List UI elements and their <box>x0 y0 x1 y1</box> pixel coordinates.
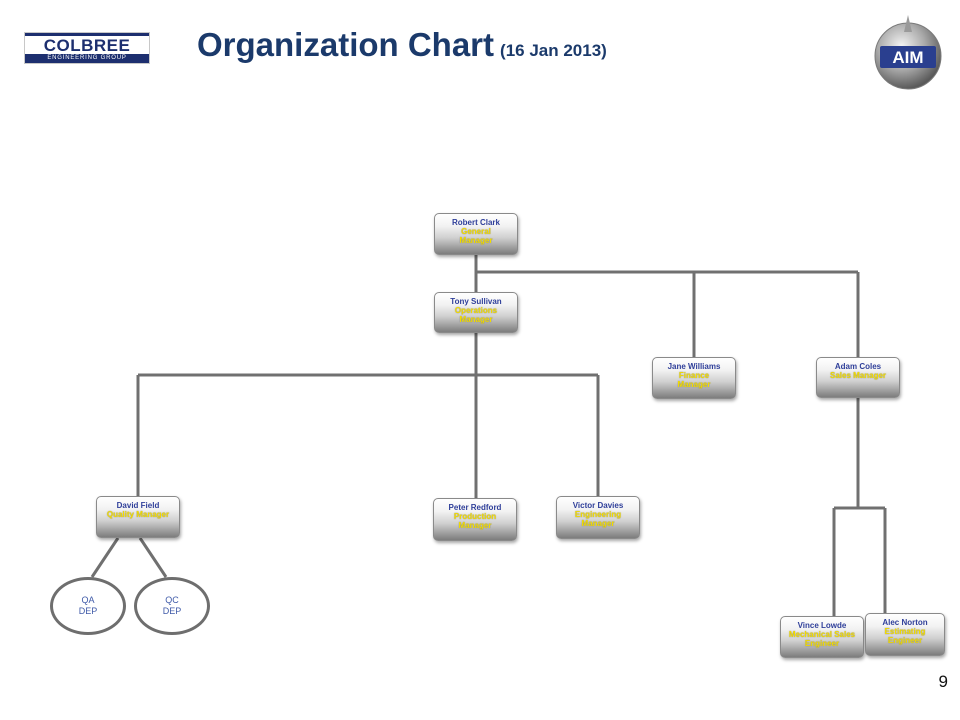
node-name: David Field <box>116 501 160 510</box>
node-name: Adam Coles <box>834 362 882 371</box>
logo-name: COLBREE <box>43 36 131 55</box>
node-name: Tony Sullivan <box>450 297 502 306</box>
node-production-manager: Peter Redford Production Manager <box>433 498 517 541</box>
node-general-manager: Robert Clark General Manager <box>434 213 518 255</box>
logo-banner <box>880 46 936 68</box>
node-role: Quality Manager <box>106 510 170 519</box>
node-name: Alec Norton <box>882 618 928 627</box>
connector-to-qc <box>138 537 168 578</box>
title-text: Organization Chart <box>197 26 495 63</box>
logo-tagline: ENGINEERING GROUP <box>25 54 149 63</box>
node-name: Peter Redford <box>448 503 502 512</box>
node-name: Jane Williams <box>667 362 721 371</box>
node-name: Victor Davies <box>572 501 624 510</box>
node-sales-manager: Adam Coles Sales Manager <box>816 357 900 398</box>
department-label: DEP <box>78 606 98 616</box>
node-role: Production Manager <box>453 512 497 530</box>
node-engineering-manager: Victor Davies Engineering Manager <box>556 496 640 539</box>
node-role: Estimating Engineer <box>884 627 926 645</box>
department-label: DEP <box>162 606 182 616</box>
node-mechanical-sales-engineer: Vince Lowde Mechanical Sales Engineer <box>780 616 864 658</box>
department-qa: QA DEP <box>50 577 126 635</box>
node-role: Operations Manager <box>454 306 498 324</box>
department-label: QA <box>81 595 95 605</box>
node-name: Vince Lowde <box>797 621 847 630</box>
node-role: Sales Manager <box>829 371 887 380</box>
title-date: (16 Jan 2013) <box>500 41 607 60</box>
department-label: QC <box>165 595 179 605</box>
node-operations-manager: Tony Sullivan Operations Manager <box>434 292 518 333</box>
node-role: Engineering Manager <box>574 510 622 528</box>
node-name: Robert Clark <box>451 218 500 227</box>
node-role: Mechanical Sales Engineer <box>788 630 856 648</box>
node-quality-manager: David Field Quality Manager <box>96 496 180 538</box>
node-role: General Manager <box>459 227 493 245</box>
department-qc: QC DEP <box>134 577 210 635</box>
aim-logo: AIM <box>874 15 942 90</box>
node-estimating-engineer: Alec Norton Estimating Engineer <box>865 613 945 656</box>
logo-spire <box>904 15 912 32</box>
page-number: 9 <box>938 672 948 691</box>
connector-to-qa <box>90 537 120 578</box>
node-finance-manager: Jane Williams Finance Manager <box>652 357 736 399</box>
logo-text: AIM <box>892 48 923 67</box>
node-role: Finance Manager <box>677 371 711 389</box>
logo-top-band <box>25 33 149 36</box>
colbree-logo: COLBREE ENGINEERING GROUP <box>24 32 150 64</box>
page-title: Organization Chart (16 Jan 2013) <box>197 26 607 64</box>
